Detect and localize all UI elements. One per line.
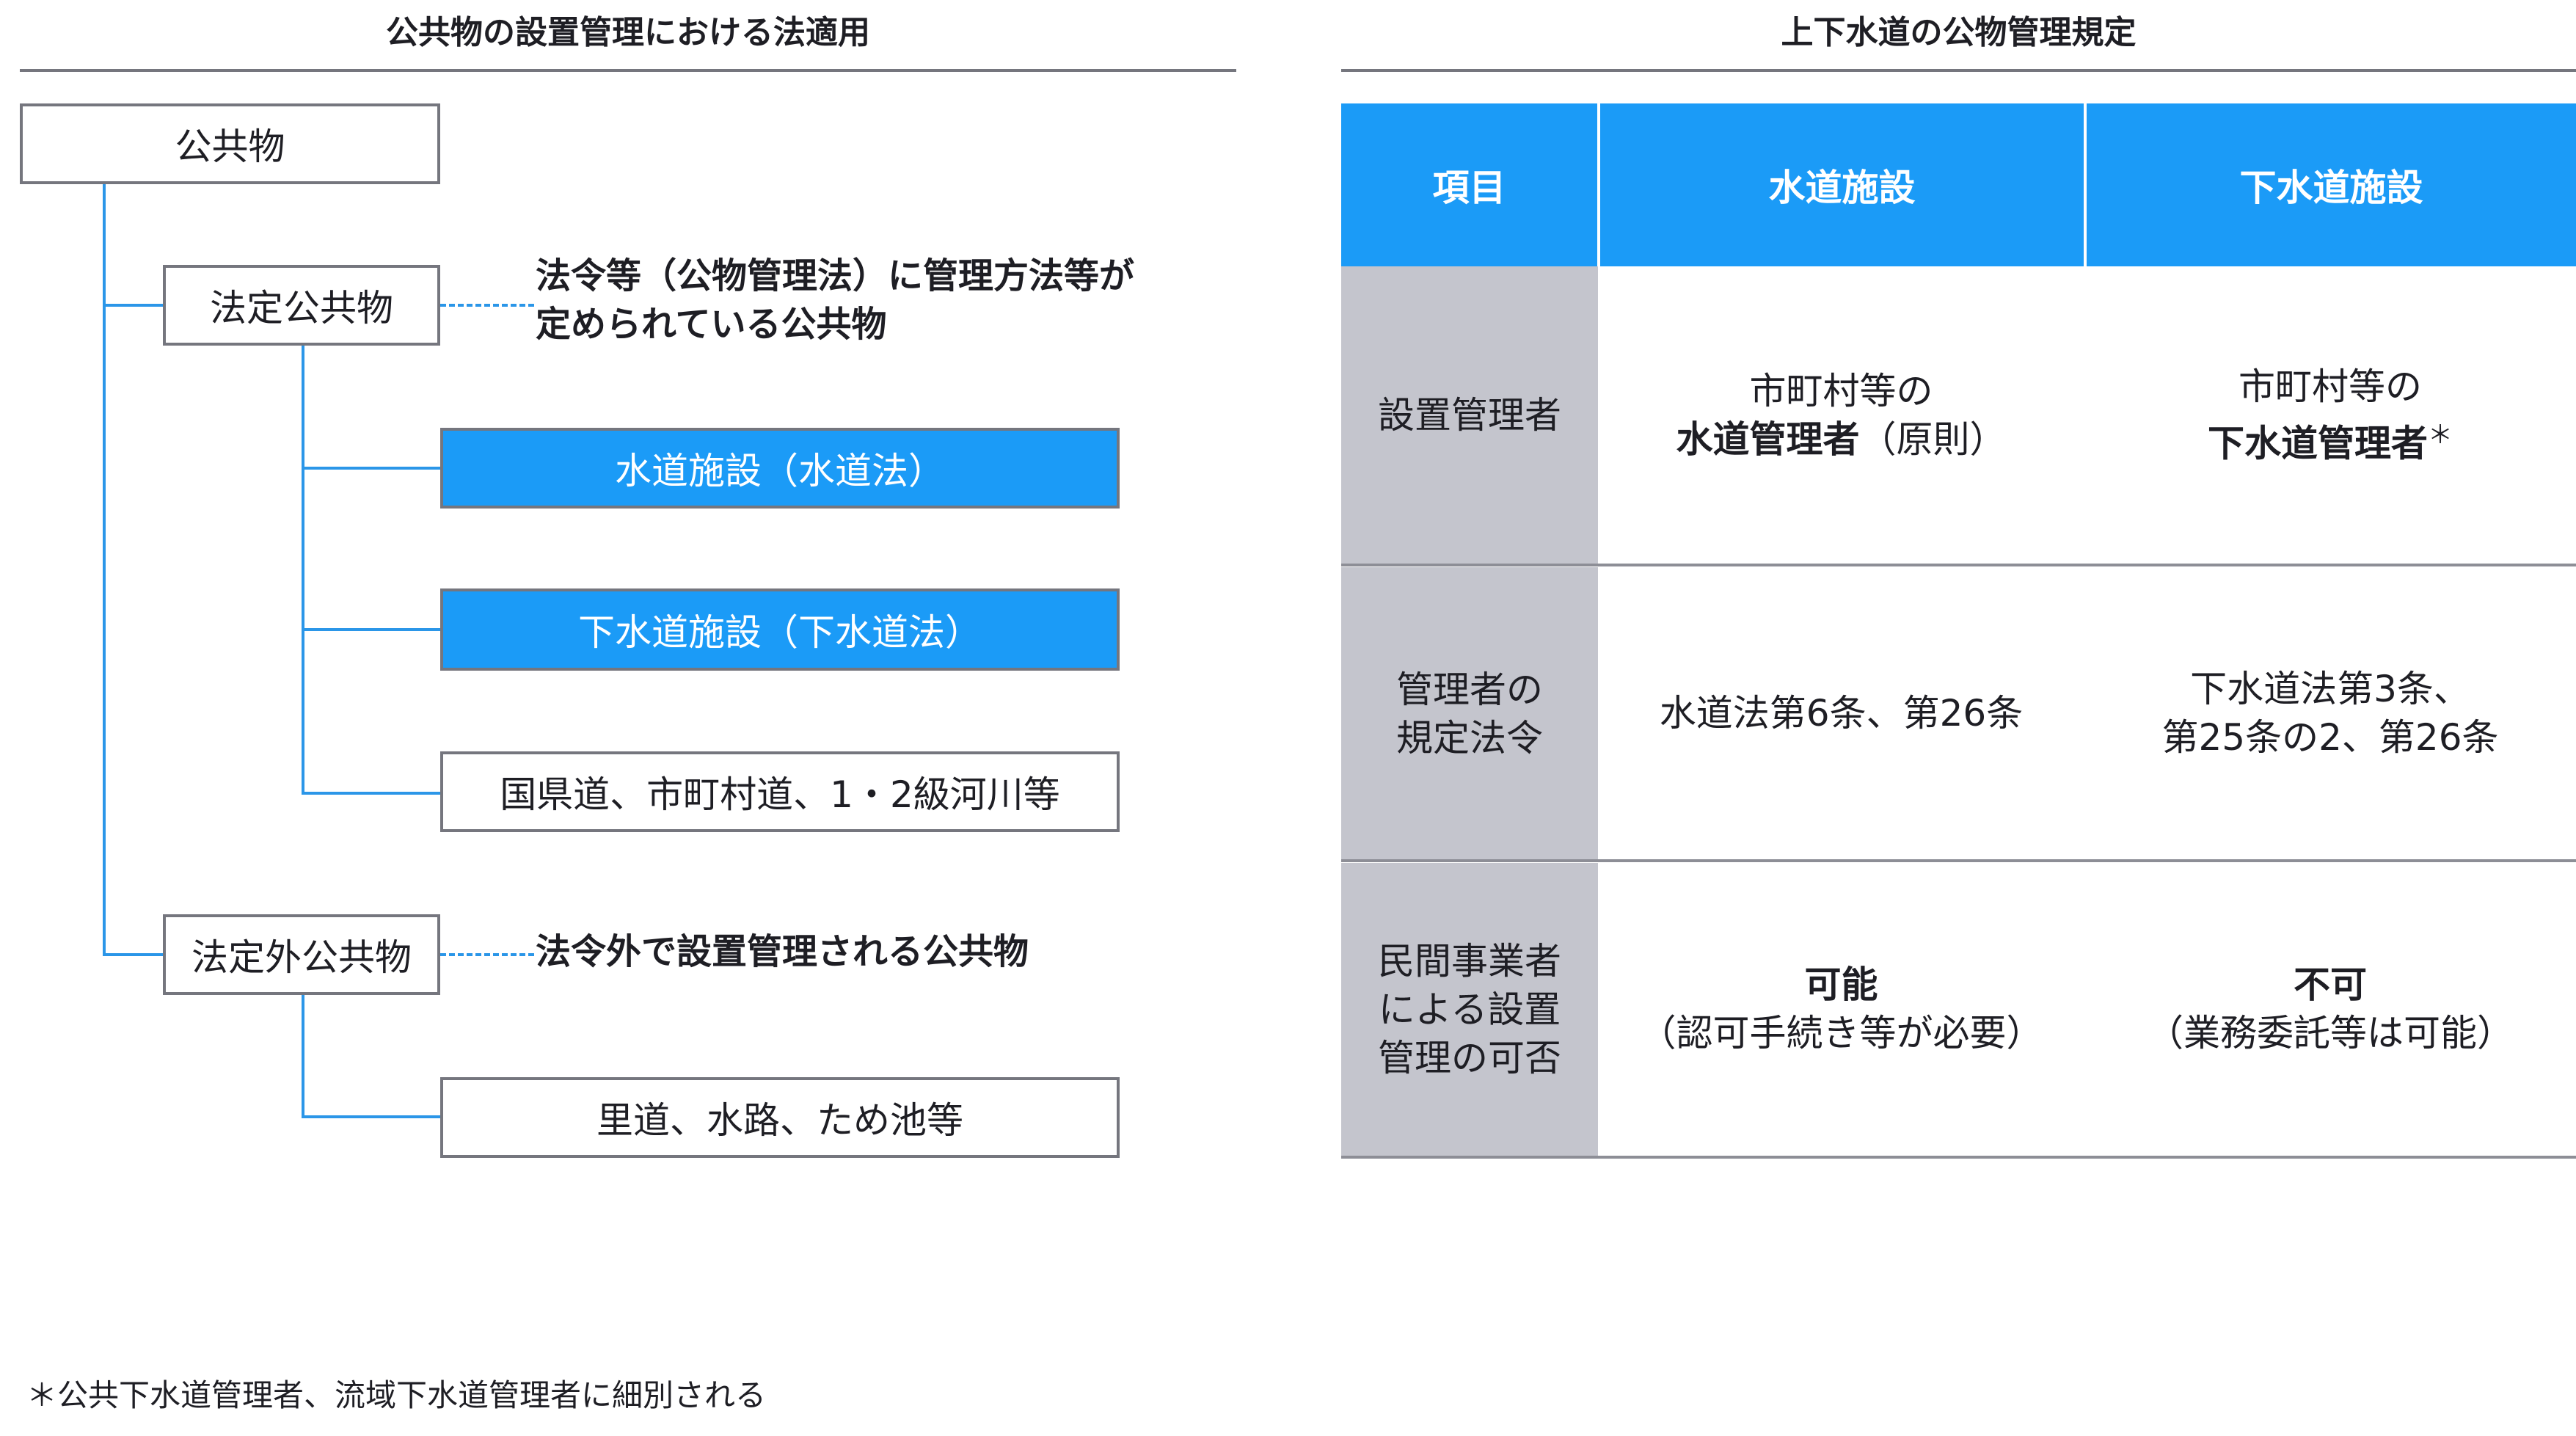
- row-header-line: 民間事業者: [1378, 939, 1561, 983]
- row-divider: [1341, 564, 2576, 566]
- cell-text: 下水道管理者＊: [2208, 411, 2453, 468]
- node-statutory-public-property: 法定公共物: [163, 265, 440, 346]
- cell-law-sewer: 下水道法第3条、 第25条の2、第26条: [2084, 566, 2576, 860]
- cell-bold-text: 可能: [1804, 963, 1878, 1006]
- row-header-private-operation: 民間事業者 による設置 管理の可否: [1341, 863, 1598, 1156]
- dashed-link-statutory: [440, 304, 534, 307]
- connector-root-to-nonstatutory: [103, 953, 163, 956]
- node-satomichi-waterways-ponds: 里道、水路、ため池等: [440, 1077, 1120, 1158]
- cell-private-sewer: 不可 （業務委託等は可能）: [2084, 862, 2576, 1156]
- cell-installer-sewer: 市町村等の 下水道管理者＊: [2084, 266, 2576, 564]
- statutory-description-line1: 法令等（公物管理法）に管理方法等が: [536, 255, 1135, 296]
- cell-text: 第25条の2、第26条: [2161, 716, 2499, 759]
- cell-bold-text: 水道管理者: [1676, 418, 1860, 461]
- left-panel-title: 公共物の設置管理における法適用: [386, 14, 870, 51]
- table-header-sewer: 下水道施設: [2087, 103, 2576, 266]
- cell-text: （認可手続き等が必要）: [1639, 1012, 2043, 1054]
- connector-statutory-trunk: [302, 346, 304, 795]
- node-sewer-facility: 下水道施設（下水道法）: [440, 588, 1120, 671]
- dashed-link-nonstatutory: [440, 953, 534, 956]
- right-panel-title: 上下水道の公物管理規定: [1781, 14, 2137, 51]
- connector-to-roads: [302, 792, 440, 795]
- cell-private-water: 可能 （認可手続き等が必要）: [1598, 862, 2084, 1156]
- right-title-divider: [1341, 69, 2576, 72]
- table-header-water: 水道施設: [1600, 103, 2084, 266]
- row-header-line: 管理の可否: [1378, 1036, 1561, 1079]
- footnote: ＊公共下水道管理者、流域下水道管理者に細別される: [26, 1377, 767, 1413]
- connector-to-water: [302, 467, 440, 470]
- cell-law-water: 水道法第6条、第26条: [1598, 566, 2084, 860]
- connector-to-satomichi: [302, 1115, 440, 1118]
- node-water-facility: 水道施設（水道法）: [440, 428, 1120, 509]
- connector-root-trunk: [103, 184, 106, 956]
- cell-installer-water: 市町村等の 水道管理者（原則）: [1598, 266, 2084, 564]
- statutory-description-line2: 定められている公共物: [536, 304, 887, 345]
- footnote-marker: ＊: [2428, 420, 2453, 451]
- row-divider: [1341, 859, 2576, 862]
- cell-text: 市町村等の: [2239, 365, 2422, 409]
- cell-text: 水道管理者（原則）: [1676, 415, 2007, 464]
- statutory-description: 法令等（公物管理法）に管理方法等が 定められている公共物: [536, 252, 1240, 349]
- table-bottom-border: [1341, 1156, 2576, 1159]
- row-header-installer: 設置管理者: [1341, 266, 1598, 564]
- cell-text: （業務委託等は可能）: [2147, 1012, 2514, 1054]
- row-header-line: による設置: [1378, 988, 1561, 1031]
- node-roads-rivers: 国県道、市町村道、1・2級河川等: [440, 751, 1120, 832]
- row-header-line: 規定法令: [1396, 716, 1543, 759]
- nonstatutory-description: 法令外で設置管理される公共物: [536, 931, 1029, 972]
- connector-to-sewer: [302, 628, 440, 631]
- cell-bold-text: 下水道管理者: [2208, 422, 2428, 465]
- connector-nonstatutory-trunk: [302, 995, 304, 1118]
- connector-root-to-statutory: [103, 304, 163, 307]
- node-public-property: 公共物: [20, 103, 440, 184]
- row-header-governing-law: 管理者の 規定法令: [1341, 567, 1598, 860]
- cell-bold-text: 不可: [2294, 963, 2367, 1006]
- cell-text: 水道法第6条、第26条: [1659, 692, 2024, 735]
- cell-suffix: （原則）: [1859, 418, 2007, 461]
- cell-text: 市町村等の: [1749, 370, 1933, 412]
- cell-text: 下水道法第3条、: [2190, 668, 2470, 710]
- table-header-item: 項目: [1341, 103, 1597, 266]
- row-header-line: 管理者の: [1396, 668, 1543, 711]
- left-title-divider: [20, 69, 1236, 72]
- node-non-statutory-public-property: 法定外公共物: [163, 914, 440, 995]
